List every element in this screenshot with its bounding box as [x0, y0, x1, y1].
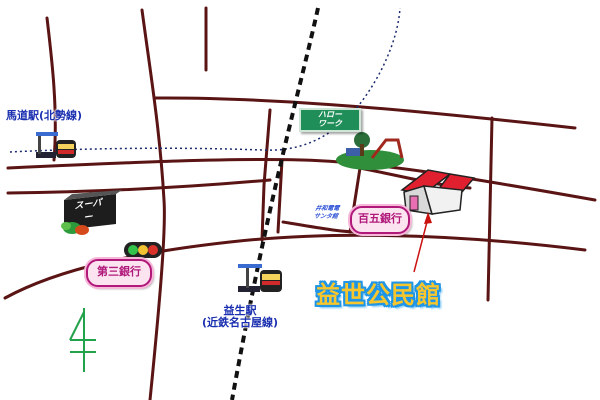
bank-label-daisan: 第三銀行 [86, 259, 152, 287]
traffic-light-icon [124, 242, 162, 258]
station-icon [238, 264, 282, 292]
supermarket-label: スーパー [74, 198, 102, 224]
rail-line-hokusei [9, 7, 401, 153]
hello-work-sign: ハロー ワーク [299, 108, 361, 132]
road [153, 96, 577, 130]
station-icon [36, 132, 76, 158]
road [260, 108, 272, 242]
station-label-masuo: 益生駅 (近鉄名古屋線) [192, 305, 288, 329]
station-line: (近鉄名古屋線) [201, 316, 279, 329]
house-icon [400, 169, 476, 215]
road [276, 158, 284, 234]
road [6, 178, 272, 195]
hello-work-line: ハロー [318, 110, 342, 119]
pointer-arrow-icon [413, 212, 432, 273]
station-name: 益生駅 [223, 304, 257, 317]
north-arrow-icon [69, 308, 96, 372]
road [486, 116, 494, 302]
ido-mark-line: サンタ館 [313, 213, 339, 220]
station-label-madomichi: 馬道駅(北勢線) [6, 109, 83, 122]
ido-mark-line: 井和電電 [314, 205, 340, 212]
ido-mark-label: 井和電電 サンタ館 [304, 205, 348, 227]
hello-work-line: ワーク [318, 119, 342, 128]
rail-line-kintetsu [230, 7, 320, 400]
bank-label-hyakugo: 百五銀行 [350, 206, 410, 234]
road [6, 157, 597, 202]
road [140, 8, 166, 400]
road [3, 233, 587, 300]
road [45, 16, 57, 162]
hall-name-title: 益世公民館 [316, 281, 441, 309]
supermarket-icon [61, 190, 122, 235]
park-icon [336, 132, 404, 170]
